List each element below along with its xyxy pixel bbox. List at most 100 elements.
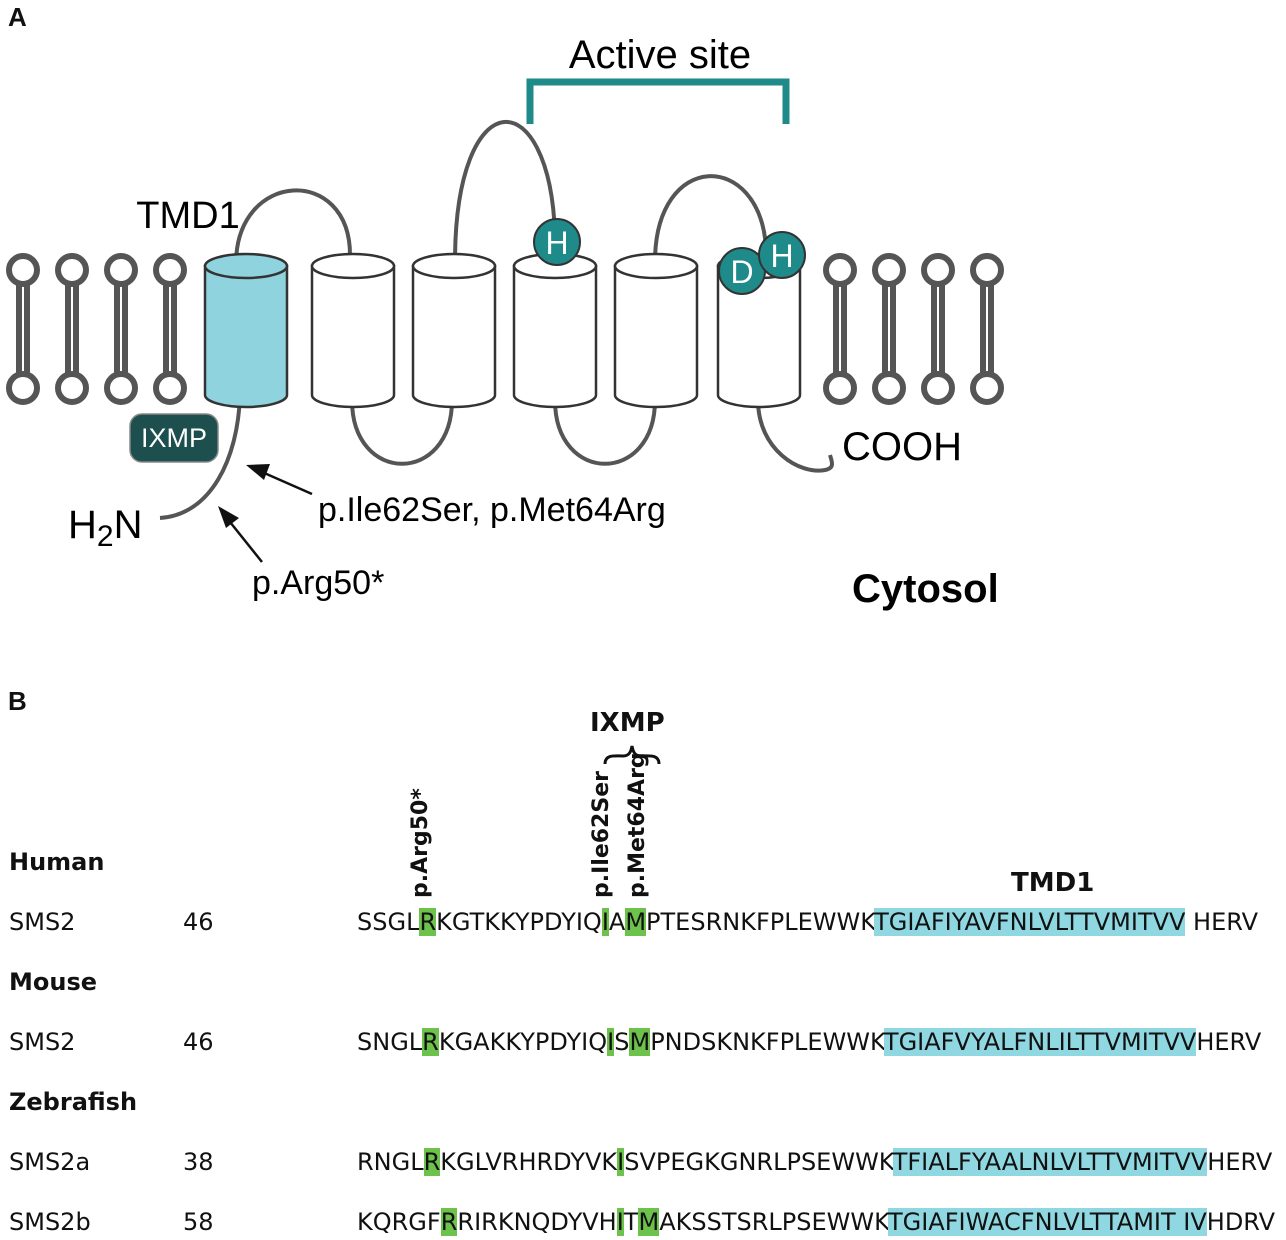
ixmp-motif-badge: IXMP bbox=[129, 413, 219, 463]
start-position: 46 bbox=[183, 1028, 214, 1056]
svg-text:D: D bbox=[730, 254, 753, 290]
svg-text:H: H bbox=[545, 225, 568, 261]
seq-segment: SNGL bbox=[357, 1028, 423, 1056]
lipid-left-3 bbox=[104, 253, 138, 405]
highlight-ile62: I bbox=[607, 1028, 615, 1056]
residue-h-1: H bbox=[533, 218, 581, 266]
seq-segment: SSGL bbox=[357, 908, 420, 936]
highlight-tmd1: TGIAFIYAVFNLVLTTVMITVV bbox=[874, 908, 1186, 936]
residue-h-2: H bbox=[758, 231, 806, 279]
gene-name: SMS2b bbox=[9, 1208, 91, 1236]
lipid-bilayer-left bbox=[6, 253, 187, 405]
tmd1-header: TMD1 bbox=[1011, 868, 1095, 898]
residue-d: D bbox=[718, 247, 766, 295]
lipid-left-1 bbox=[6, 253, 40, 405]
panel-label-a: A bbox=[8, 2, 27, 32]
seq-segment: HDRV bbox=[1206, 1208, 1276, 1236]
panel-label-b: B bbox=[8, 686, 27, 716]
n-terminal-tail bbox=[159, 394, 242, 520]
highlight-arg50: R bbox=[440, 1208, 458, 1236]
seq-segment: KQRGF bbox=[357, 1208, 441, 1236]
highlight-tmd1: TGIAFVYALFNLILTTVMITVV bbox=[883, 1028, 1197, 1056]
loop-extra-1 bbox=[234, 188, 352, 265]
tmd2-helix bbox=[310, 252, 396, 409]
lipid-left-4 bbox=[153, 253, 187, 405]
seq-segment: SVPEGKGNRLPSEWWK bbox=[624, 1148, 893, 1176]
seq-segment: RNGL bbox=[357, 1148, 424, 1176]
highlight-ile62: I bbox=[616, 1208, 624, 1236]
ixmp-header: IXMP bbox=[590, 708, 665, 738]
transmembrane-helices bbox=[203, 252, 802, 409]
loop-cyto-2 bbox=[553, 399, 657, 466]
seq-segment: HERV bbox=[1185, 908, 1259, 936]
loop-cyto-1 bbox=[350, 399, 454, 466]
label-ile62: p.Ile62Ser bbox=[589, 771, 614, 898]
mutation-label-62-64: p.Ile62Ser, p.Met64Arg bbox=[318, 491, 666, 529]
loop-extra-2 bbox=[453, 119, 557, 263]
h2n-label: H2N bbox=[68, 503, 142, 553]
loop-extra-3 bbox=[653, 174, 768, 263]
highlight-tmd1: TFIALFYAALNLVLTTVMITVV bbox=[892, 1148, 1208, 1176]
seq-segment: KGTKKYPDYIQ bbox=[436, 908, 602, 936]
arrow-50 bbox=[218, 506, 263, 563]
tmd3-helix bbox=[411, 252, 497, 409]
highlight-arg50: R bbox=[419, 908, 437, 936]
tmd4-helix bbox=[512, 252, 598, 409]
sequence-row: SSGLRKGTKKYPDYIQIAMPTESRNKFPLEWWKTGIAFIY… bbox=[357, 908, 1258, 936]
sequence-row: KQRGFRRIRKNQDYVHITMAKSSTSRLPSEWWKTGIAFIW… bbox=[357, 1208, 1275, 1236]
seq-segment: KGAKKYPDYIQ bbox=[438, 1028, 608, 1056]
active-site-label: Active site bbox=[569, 33, 751, 77]
arrow-62-64 bbox=[246, 464, 313, 496]
svg-text:IXMP: IXMP bbox=[141, 423, 207, 453]
lipid-bilayer-right bbox=[823, 253, 1004, 405]
c-terminal-tail bbox=[756, 399, 834, 473]
cytosol-label: Cytosol bbox=[852, 567, 999, 611]
highlight-met64: M bbox=[625, 908, 647, 936]
membrane-topology-diagram: Active site TMD1 bbox=[6, 33, 1004, 611]
tmd5-helix bbox=[613, 252, 699, 409]
species-zebrafish: Zebrafish bbox=[9, 1088, 138, 1116]
gene-name: SMS2 bbox=[9, 908, 76, 936]
highlight-arg50: R bbox=[423, 1148, 441, 1176]
start-position: 38 bbox=[183, 1148, 214, 1176]
svg-text:H: H bbox=[770, 238, 793, 274]
lipid-right-4 bbox=[970, 253, 1004, 405]
start-position: 58 bbox=[183, 1208, 214, 1236]
tmd1-helix bbox=[203, 252, 289, 409]
mutation-label-50: p.Arg50* bbox=[252, 564, 384, 602]
gene-name: SMS2a bbox=[9, 1148, 91, 1176]
sequence-row: RNGLRKGLVRHRDYVKISVPEGKGNRLPSEWWKTFIALFY… bbox=[357, 1148, 1272, 1176]
seq-segment: RIRKNQDYVH bbox=[457, 1208, 617, 1236]
gene-name: SMS2 bbox=[9, 1028, 76, 1056]
seq-segment: HERV bbox=[1196, 1028, 1262, 1056]
species-mouse: Mouse bbox=[9, 968, 98, 996]
species-human: Human bbox=[9, 848, 105, 876]
seq-segment: T bbox=[623, 1208, 639, 1236]
highlight-met64: M bbox=[638, 1208, 660, 1236]
seq-segment: PTESRNKFPLEWWK bbox=[646, 908, 875, 936]
highlight-ile62: I bbox=[601, 908, 609, 936]
seq-segment: KGLVRHRDYVK bbox=[440, 1148, 618, 1176]
protein-loops bbox=[159, 119, 834, 520]
highlight-ile62: I bbox=[617, 1148, 625, 1176]
seq-segment: PNDSKNKFPLEWWK bbox=[650, 1028, 884, 1056]
sequence-row: SNGLRKGAKKYPDYIQISMPNDSKNKFPLEWWKTGIAFVY… bbox=[357, 1028, 1261, 1056]
alignment-panel: B IXMP p.Arg50* p.Ile62Ser p.Met64Arg TM… bbox=[0, 686, 1286, 1240]
lipid-left-2 bbox=[55, 253, 89, 405]
highlight-met64: M bbox=[629, 1028, 651, 1056]
tmd1-label: TMD1 bbox=[136, 195, 239, 237]
lipid-right-1 bbox=[823, 253, 857, 405]
label-met64: p.Met64Arg bbox=[625, 752, 650, 898]
highlight-arg50: R bbox=[422, 1028, 439, 1056]
lipid-right-2 bbox=[872, 253, 906, 405]
seq-segment: HERV bbox=[1207, 1148, 1273, 1176]
cooh-label: COOH bbox=[842, 425, 962, 469]
seq-segment: A bbox=[608, 908, 626, 936]
active-site-bracket bbox=[526, 78, 790, 124]
highlight-tmd1: TGIAFIWACFNLVLTTAMIT IV bbox=[887, 1208, 1207, 1236]
label-arg50: p.Arg50* bbox=[408, 788, 433, 898]
lipid-right-3 bbox=[921, 253, 955, 405]
start-position: 46 bbox=[183, 908, 214, 936]
seq-segment: S bbox=[614, 1028, 630, 1056]
ixmp-brace bbox=[603, 745, 661, 765]
